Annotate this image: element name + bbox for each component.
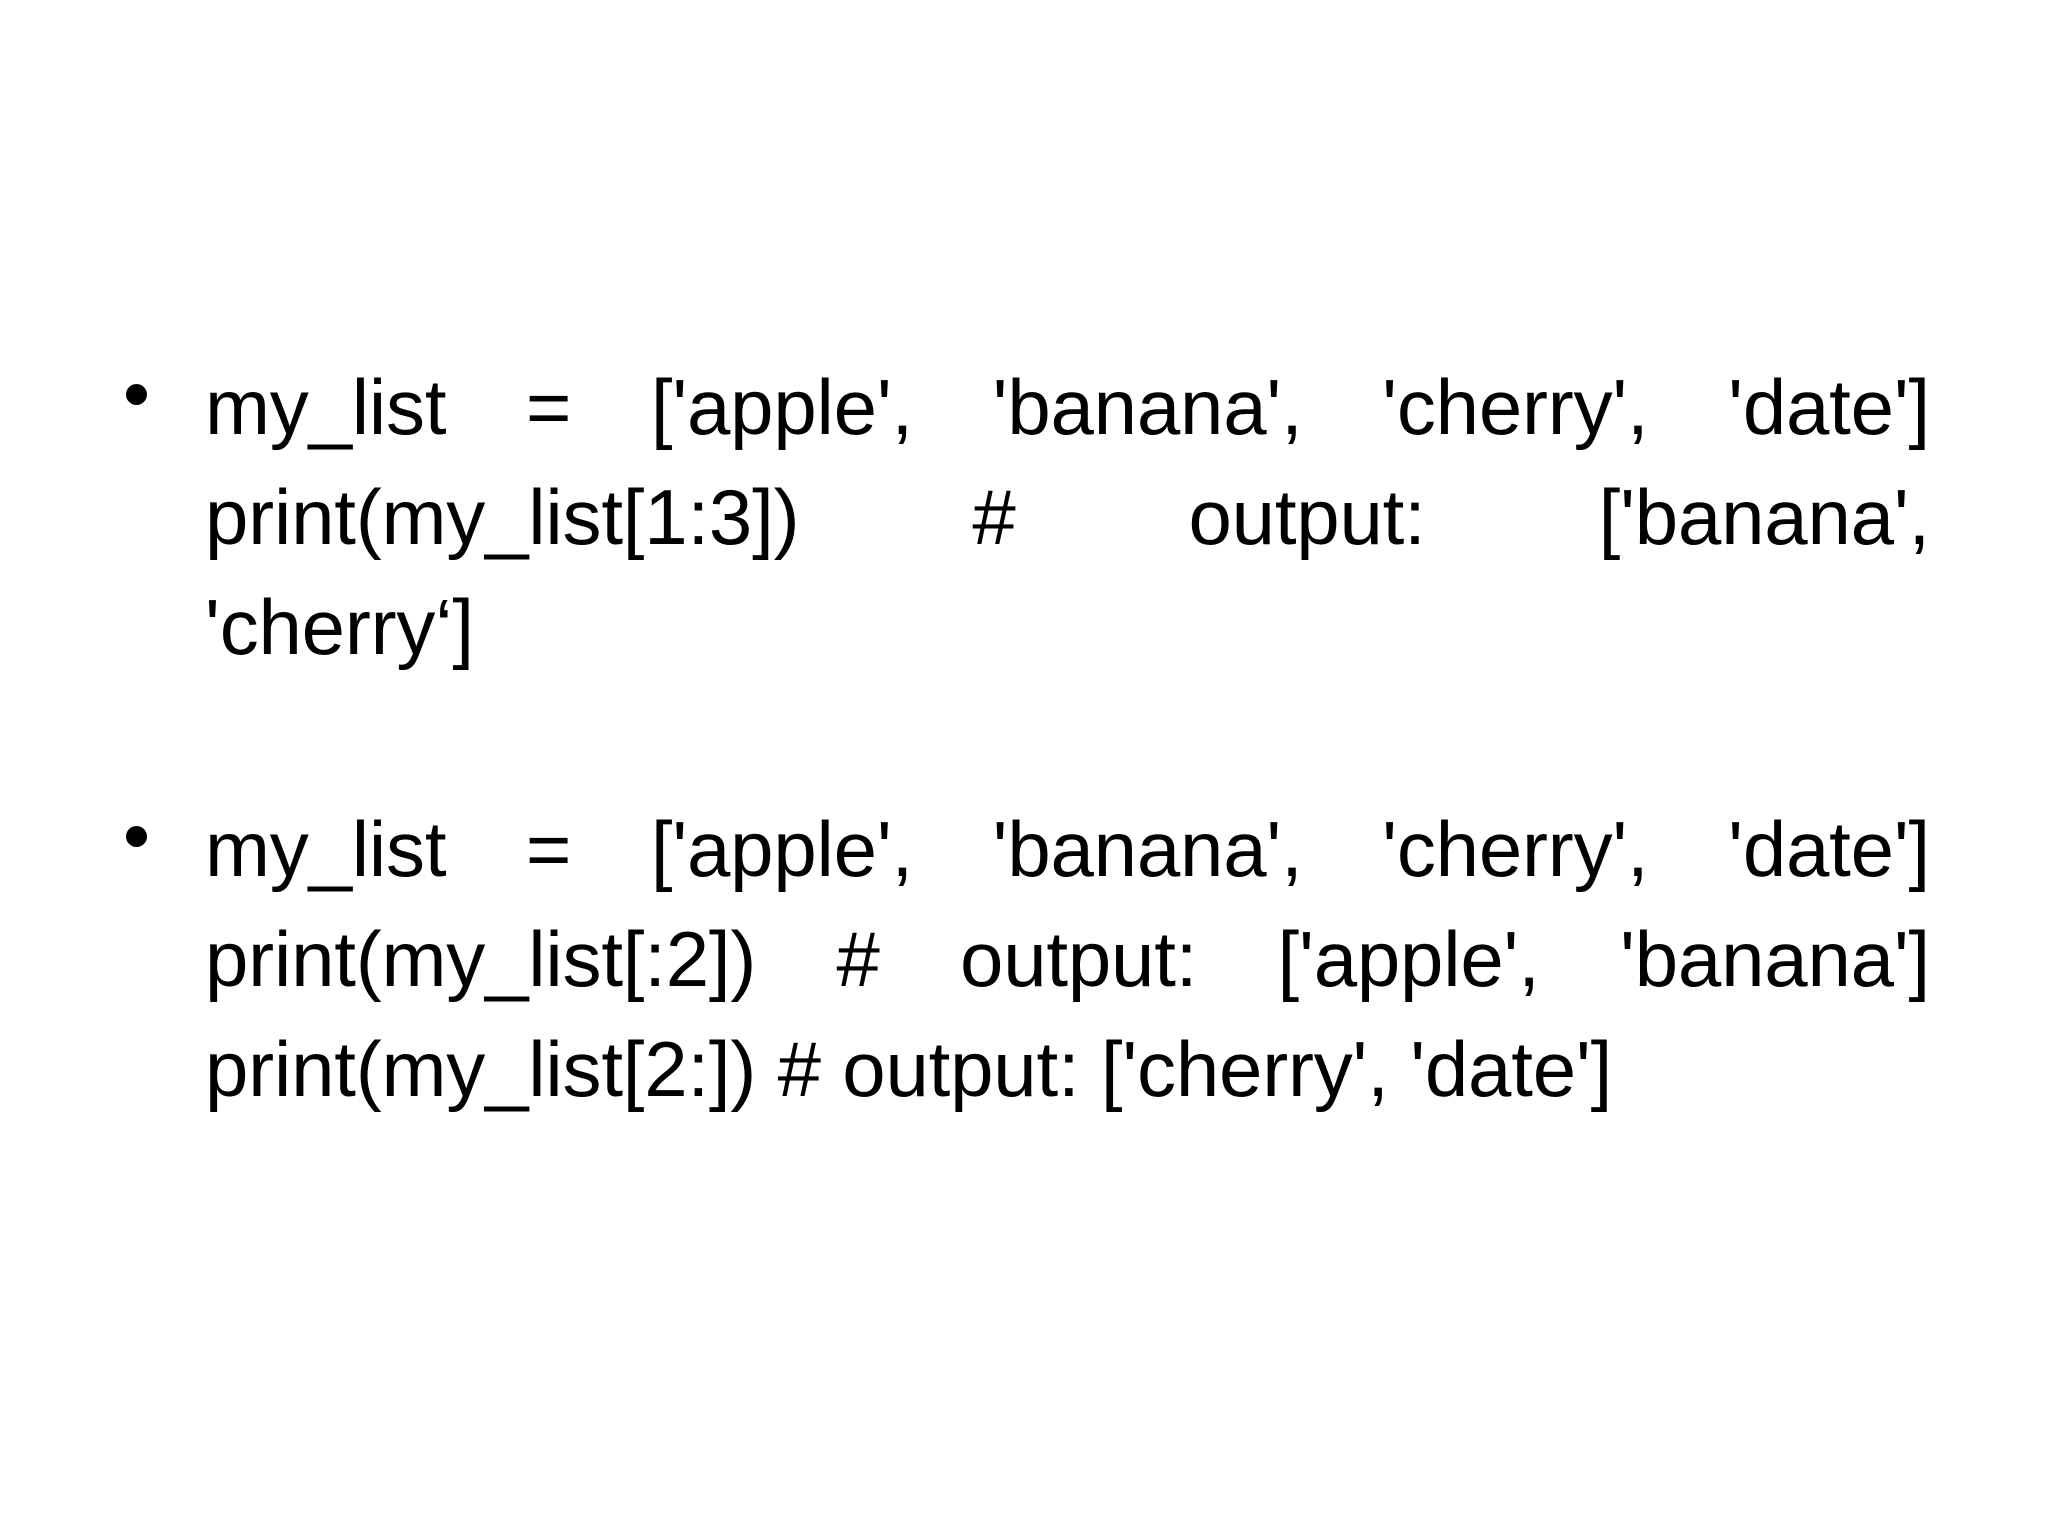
code-line: print(my_list[2:]) # output: ['cherry', … [205, 1025, 1613, 1113]
list-item[interactable]: my_list = ['apple', 'banana', 'cherry', … [110, 794, 1930, 1124]
code-line: 'cherry‘] [205, 583, 474, 671]
code-snippet-paragraph: my_list = ['apple', 'banana', 'cherry', … [205, 794, 1930, 1124]
code-line: print(my_list[:2]) # output: ['apple', '… [205, 915, 1930, 1003]
content-placeholder: my_list = ['apple', 'banana', 'cherry', … [110, 352, 1930, 1124]
bullet-point-icon [126, 384, 147, 405]
bullet-point-icon [126, 826, 147, 847]
code-line: print(my_list[1:3]) # output: ['banana', [205, 473, 1930, 561]
code-snippet-paragraph: my_list = ['apple', 'banana', 'cherry', … [205, 352, 1930, 682]
list-item[interactable]: my_list = ['apple', 'banana', 'cherry', … [110, 352, 1930, 682]
code-line: my_list = ['apple', 'banana', 'cherry', … [205, 363, 1930, 451]
code-line: my_list = ['apple', 'banana', 'cherry', … [205, 805, 1930, 893]
